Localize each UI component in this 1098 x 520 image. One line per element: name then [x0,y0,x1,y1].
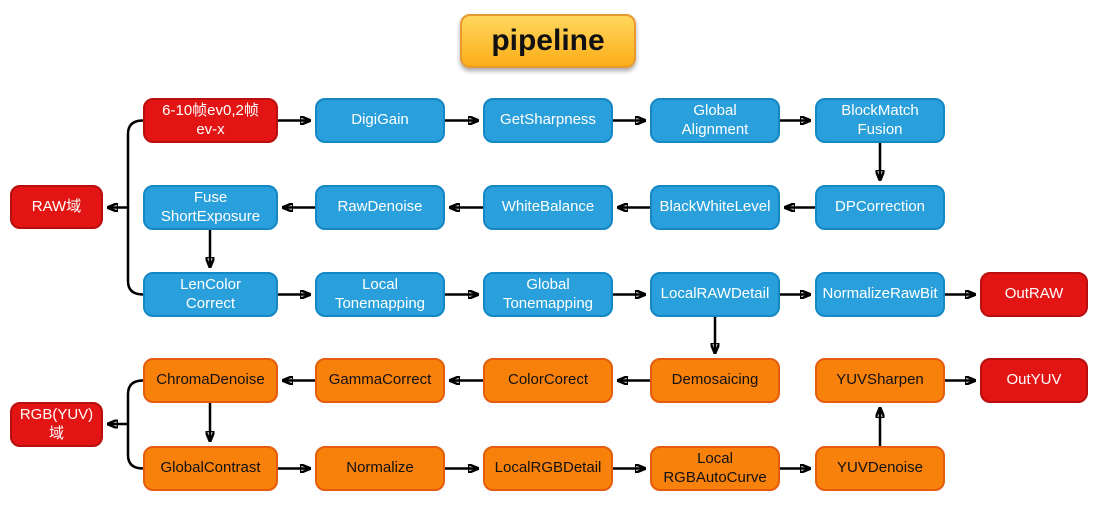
node-yuvdenoise: YUVDenoise [815,446,945,491]
node-blockmatch-fusion: BlockMatch Fusion [815,98,945,143]
node-raw-domain: RAW域 [10,185,103,229]
node-digigain: DigiGain [315,98,445,143]
node-normalizerawbit: NormalizeRawBit [815,272,945,317]
diagram-title: pipeline [460,14,636,68]
node-globalcontrast: GlobalContrast [143,446,278,491]
node-lencolor-correct: LenColor Correct [143,272,278,317]
node-whitebalance: WhiteBalance [483,185,613,230]
node-input-frames: 6-10帧ev0,2帧 ev-x [143,98,278,143]
node-blackwhitelevel: BlackWhiteLevel [650,185,780,230]
node-gammacorrect: GammaCorrect [315,358,445,403]
node-localrgbdetail: LocalRGBDetail [483,446,613,491]
node-global-alignment: Global Alignment [650,98,780,143]
node-normalize: Normalize [315,446,445,491]
node-outyuv: OutYUV [980,358,1088,403]
node-demosaicing: Demosaicing [650,358,780,403]
node-rawdenoise: RawDenoise [315,185,445,230]
node-dpcorrection: DPCorrection [815,185,945,230]
node-outraw: OutRAW [980,272,1088,317]
node-colorcorect: ColorCorect [483,358,613,403]
node-local-tonemapping: Local Tonemapping [315,272,445,317]
node-yuvsharpen: YUVSharpen [815,358,945,403]
node-global-tonemapping: Global Tonemapping [483,272,613,317]
node-chromadenoise: ChromaDenoise [143,358,278,403]
node-fuse-shortexposure: Fuse ShortExposure [143,185,278,230]
node-getsharpness: GetSharpness [483,98,613,143]
node-localrawdetail: LocalRAWDetail [650,272,780,317]
node-rgbyuv-domain: RGB(YUV) 域 [10,402,103,447]
node-local-rgbautocurve: Local RGBAutoCurve [650,446,780,491]
